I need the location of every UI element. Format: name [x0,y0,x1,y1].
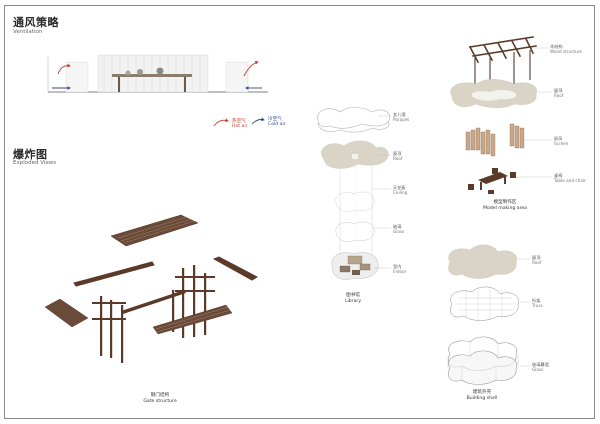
legend-hot-air: 热空气 Hot air [232,119,248,129]
model-area-drawing [450,36,552,194]
exploded-title: 爆炸图 [13,148,48,161]
legend-hot-air-icon [213,118,229,127]
legend-cold-air: 冷空气 Cold air [268,117,286,127]
ventilation-title: 通风策略 [13,16,59,29]
ventilation-section [47,54,268,93]
legend-cold-air-icon [251,117,265,125]
building-shell-drawing [447,244,530,385]
gate-structure-drawing [44,214,259,363]
ventilation-subtitle: Ventilation [13,29,43,35]
exploded-subtitle: Exploded Views [13,160,57,166]
library-drawing [317,107,391,280]
